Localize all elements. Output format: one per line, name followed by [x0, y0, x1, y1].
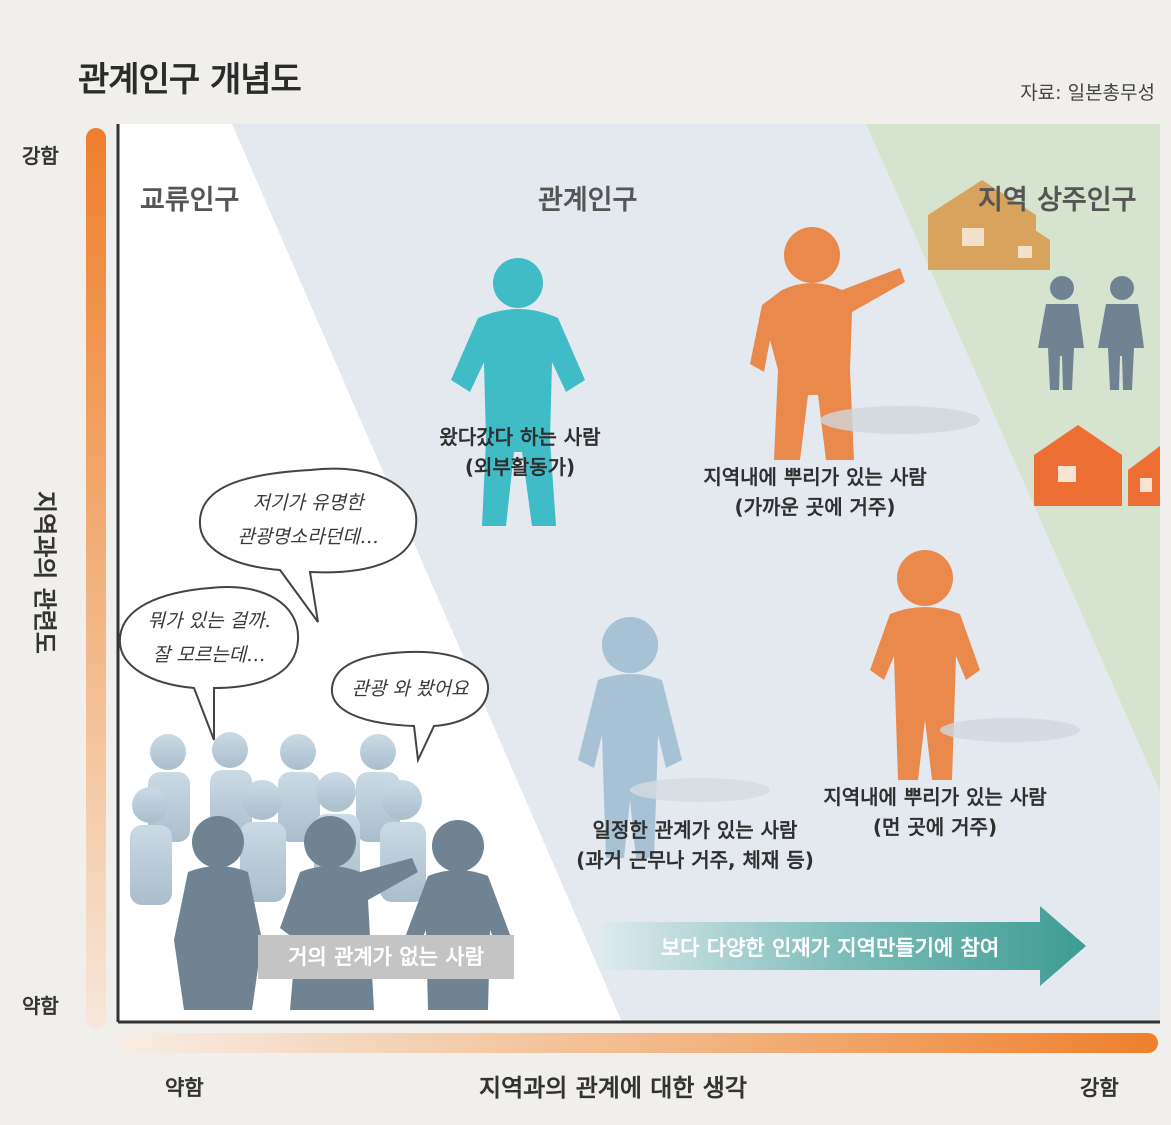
- bubble-tourism: 관광 와 봤어요: [351, 678, 469, 700]
- bubble-famous: 저기가 유명한 관광명소라던데…: [200, 486, 416, 554]
- house-tan-icon: [928, 180, 1050, 270]
- rooted-near-label-line2: (가까운 곳에 거주): [734, 495, 896, 519]
- certain-label: 일정한 관계가 있는 사람 (과거 근무나 거주, 체재 등): [560, 815, 830, 875]
- x-axis-title: 지역과의 관계에 대한 생각: [479, 1074, 747, 1102]
- y-axis-title: 지역과의 관련도: [30, 491, 59, 654]
- no-relation-label: 거의 관계가 없는 사람: [258, 935, 514, 979]
- shadow: [820, 406, 980, 434]
- shadow: [630, 778, 770, 802]
- y-axis-strong-label: 강함: [22, 144, 59, 168]
- speech-bubble: [118, 586, 300, 741]
- rooted-near-label-line1: 지역내에 뿌리가 있는 사람: [703, 465, 927, 489]
- x-axis-gradient-bar: [118, 1033, 1158, 1053]
- bubble-famous-line1: 저기가 유명한: [252, 492, 364, 514]
- bubble-unknown-line1: 뭐가 있는 걸까.: [147, 610, 271, 632]
- relation-zone: [232, 124, 1160, 1022]
- crowd-back-icon: [130, 732, 426, 905]
- zone-resident-label: 지역 상주인구: [978, 185, 1137, 216]
- house-orange-icon: [1034, 425, 1160, 506]
- bubble-unknown-line2: 잘 모르는데…: [152, 644, 266, 666]
- zone-exchange-label: 교류인구: [140, 185, 240, 216]
- bubble-unknown: 뭐가 있는 걸까. 잘 모르는데…: [120, 604, 298, 672]
- x-axis-weak-label: 약함: [165, 1076, 204, 1100]
- rooted-far-label-line2: (먼 곳에 거주): [872, 815, 998, 839]
- visitor-label-line1: 왔다갔다 하는 사람: [439, 425, 601, 449]
- y-axis-weak-label: 약함: [22, 994, 59, 1018]
- rooted-far-label: 지역내에 뿌리가 있는 사람 (먼 곳에 거주): [800, 782, 1070, 842]
- y-axis-gradient-bar: [86, 128, 106, 1028]
- shadow: [940, 718, 1080, 742]
- visitor-label-line2: (외부활동가): [464, 455, 576, 479]
- participation-arrow-label: 보다 다양한 인재가 지역만들기에 참여: [660, 936, 1000, 960]
- rooted-far-label-line1: 지역내에 뿌리가 있는 사람: [823, 785, 1047, 809]
- certain-label-line1: 일정한 관계가 있는 사람: [592, 818, 798, 842]
- visitor-person-icon: [451, 258, 585, 526]
- speech-bubble: [198, 467, 418, 623]
- participation-arrow: [600, 906, 1086, 986]
- rooted-near-label: 지역내에 뿌리가 있는 사람 (가까운 곳에 거주): [680, 462, 950, 522]
- zone-relation-label: 관계인구: [538, 185, 638, 216]
- resident-zone: [866, 124, 1160, 792]
- bubble-famous-line2: 관광명소라던데…: [237, 526, 379, 548]
- page-title: 관계인구 개념도: [78, 60, 302, 100]
- certain-label-line2: (과거 근무나 거주, 체재 등): [576, 848, 814, 872]
- certain-person-icon: [578, 617, 682, 858]
- x-axis-strong-label: 강함: [1080, 1076, 1119, 1100]
- visitor-label: 왔다갔다 하는 사람 (외부활동가): [410, 422, 630, 482]
- speech-bubble: [330, 650, 490, 764]
- resident-person-icon: [1038, 276, 1144, 390]
- rooted-near-person-icon: [750, 227, 905, 460]
- source-note: 자료: 일본총무성: [1020, 82, 1155, 104]
- crowd-front-icon: [174, 816, 512, 1010]
